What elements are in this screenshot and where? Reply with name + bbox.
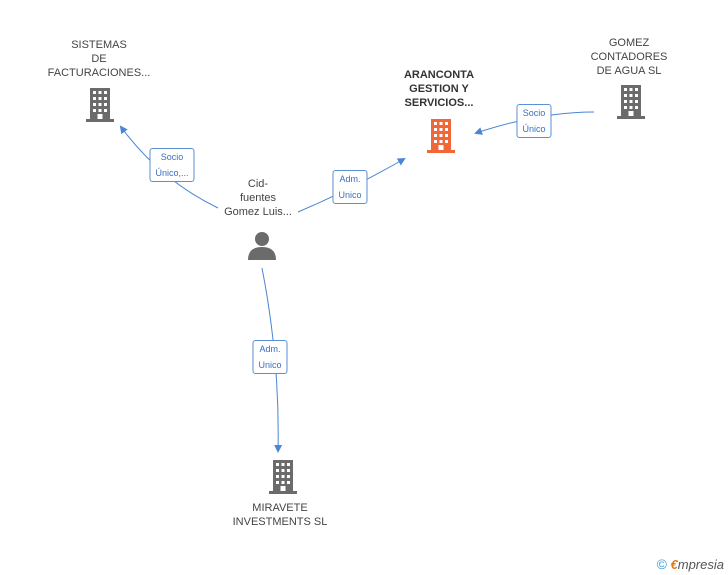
node-label-line: DE AGUA SL: [596, 65, 662, 77]
node-label-line: MIRAVETE: [252, 502, 308, 514]
node-label-aranconta: ARANCONTA GESTION Y SERVICIOS...: [404, 68, 474, 110]
edge-label-line: Adm.: [339, 174, 361, 184]
node-label-line: SISTEMAS: [71, 39, 127, 51]
building-icon[interactable]: [267, 460, 299, 494]
edge-label-line: Adm.: [259, 344, 281, 354]
node-label-line: SERVICIOS...: [404, 97, 474, 109]
edge-label-adm-unico[interactable]: Adm. Unico: [252, 340, 288, 374]
edge-label-adm-unico[interactable]: Adm. Unico: [332, 170, 368, 204]
node-label-line: INVESTMENTS SL: [232, 516, 328, 528]
edge-label-line: Unico: [258, 360, 282, 370]
edge-label-line: Único: [522, 124, 546, 134]
copyright-icon: ©: [656, 556, 667, 572]
building-icon[interactable]: [615, 85, 647, 119]
building-icon-highlighted[interactable]: [425, 119, 457, 153]
building-icon[interactable]: [84, 88, 116, 122]
edge-label-socio-unico[interactable]: Socio Único,...: [149, 148, 195, 182]
node-label-line: fuentes: [239, 192, 277, 204]
person-icon[interactable]: [247, 231, 277, 261]
edge-label-line: Socio: [522, 108, 546, 118]
edge-label-line: Único,...: [155, 168, 189, 178]
node-label-line: GOMEZ: [608, 37, 650, 49]
node-label-line: Gomez Luis...: [224, 206, 292, 218]
node-label-line: Cid-: [247, 178, 269, 190]
node-label-sistemas: SISTEMAS DE FACTURACIONES...: [48, 38, 151, 80]
node-label-miravete: MIRAVETE INVESTMENTS SL: [233, 501, 328, 529]
footer-brand: © €mpresia: [657, 556, 724, 572]
edge-label-line: Socio: [160, 152, 184, 162]
brand-logo[interactable]: €mpresia: [670, 557, 724, 572]
node-label-line: FACTURACIONES...: [47, 67, 151, 79]
node-label-line: GESTION Y: [409, 83, 469, 95]
node-label-gomez: GOMEZ CONTADORES DE AGUA SL: [591, 36, 668, 78]
node-label-line: CONTADORES: [590, 51, 668, 63]
node-label-line: DE: [91, 53, 107, 65]
edge-label-socio-unico[interactable]: Socio Único: [516, 104, 552, 138]
edge-label-line: Unico: [338, 190, 362, 200]
node-label-line: ARANCONTA: [403, 69, 475, 81]
node-label-person: Cid- fuentes Gomez Luis...: [224, 177, 292, 219]
